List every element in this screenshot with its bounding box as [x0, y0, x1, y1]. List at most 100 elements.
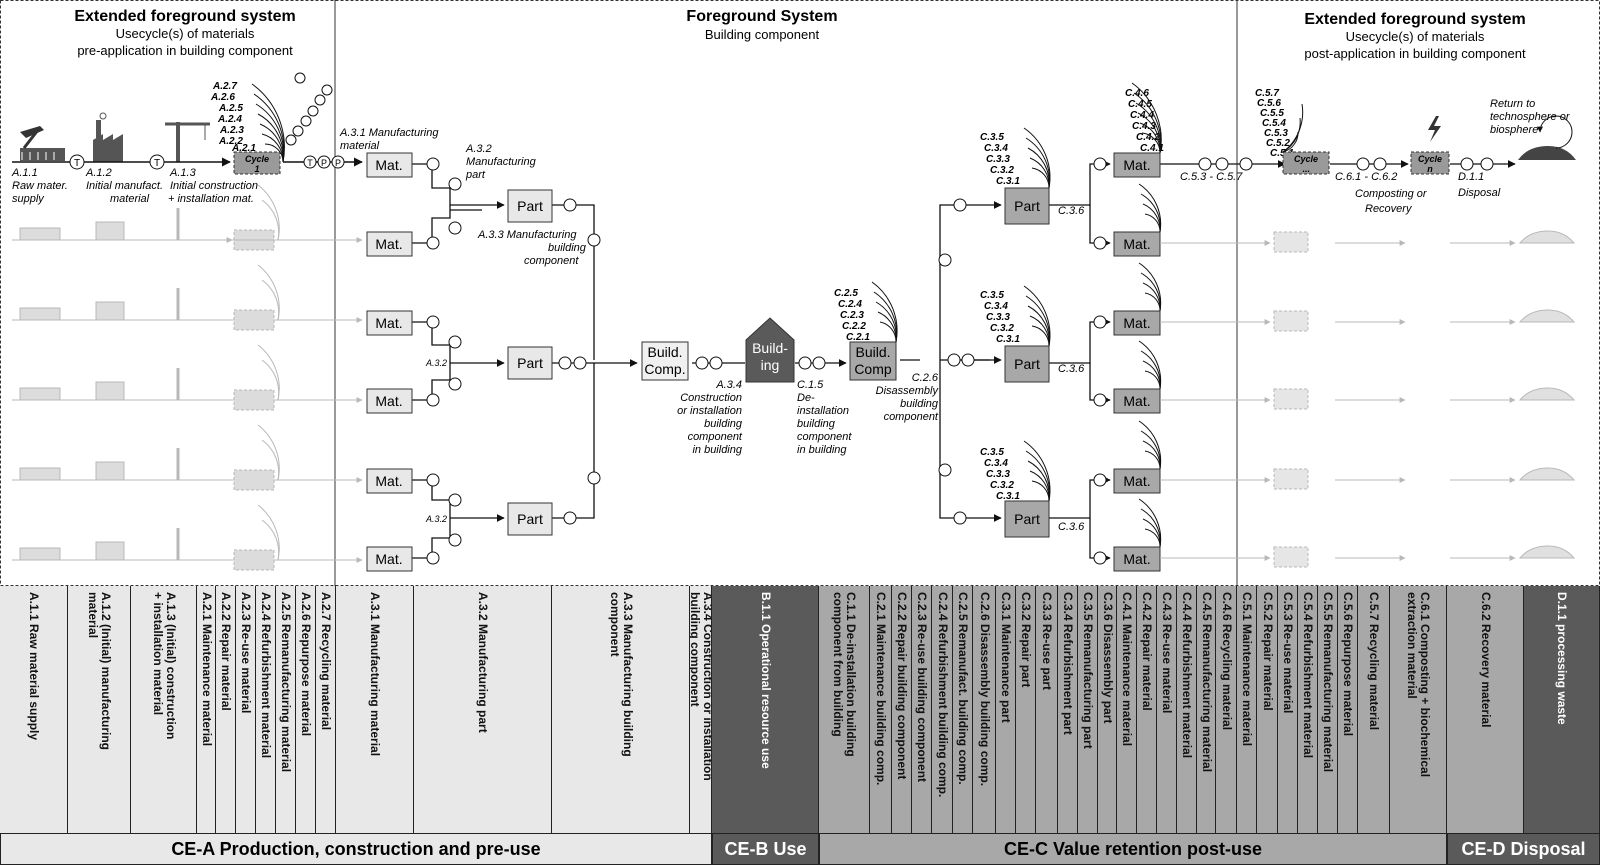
svg-text:C.5.3: C.5.3	[1264, 128, 1288, 139]
svg-text:C.3.4: C.3.4	[984, 458, 1008, 469]
svg-text:C.1.5: C.1.5	[797, 379, 824, 391]
svg-text:D.1.1: D.1.1	[1458, 171, 1484, 183]
tp-tokens	[426, 157, 1494, 565]
stage-column: A.2.1 Maintenance material	[197, 586, 216, 833]
svg-text:C.3.5: C.3.5	[980, 290, 1004, 301]
svg-text:C.3.5: C.3.5	[980, 132, 1004, 143]
stage-column: A.2.4 Refurbishment material	[256, 586, 276, 833]
svg-text:C.3.3: C.3.3	[986, 154, 1010, 165]
cycle-n-box	[1410, 151, 1450, 175]
stage-column-label: C.6.1 Composting + biochemical extractio…	[1405, 592, 1432, 778]
svg-text:C.4.3: C.4.3	[1132, 121, 1156, 132]
svg-text:C.3.6: C.3.6	[1058, 363, 1085, 375]
oil-pump-icon	[20, 126, 65, 161]
stage-column: A.2.7 Recycling material	[316, 586, 336, 833]
svg-text:component: component	[797, 431, 852, 443]
svg-text:building: building	[797, 418, 836, 430]
stage-column: C.2.3 Re-use building component	[912, 586, 932, 833]
part-box	[507, 189, 553, 223]
svg-text:T: T	[307, 158, 313, 168]
svg-text:in building: in building	[692, 444, 742, 456]
stage-column: C.2.2 Repair building component	[892, 586, 912, 833]
stage-column-label: C.2.4 Refurbishment building comp.	[935, 592, 950, 798]
svg-text:C.3.2: C.3.2	[990, 323, 1014, 334]
stage-column: A.3.1 Manufacturing material	[336, 586, 414, 833]
header-right-sub1: Usecycle(s) of materials	[1346, 29, 1485, 44]
stage-column: C.4.3 Re-use material	[1157, 586, 1177, 833]
build-comp-box	[641, 341, 689, 381]
stage-column: A.2.5 Remanufacturing material	[276, 586, 296, 833]
building-shape	[745, 317, 795, 383]
faded-rows-right	[1160, 230, 1576, 568]
stage-column-label: A.3.4 Construction or installation build…	[690, 592, 712, 781]
stage-column-label: C.2.3 Re-use building component	[915, 592, 929, 783]
svg-text:C.4.5: C.4.5	[1128, 99, 1152, 110]
stage-column-label: A.1.2 (Initial) manufacturing material	[86, 592, 113, 751]
svg-text:technosphere or: technosphere or	[1490, 111, 1571, 123]
stage-column-label: C.5.4 Refurbishment material	[1301, 592, 1315, 759]
svg-text:A.2.1: A.2.1	[231, 143, 256, 154]
stage-column: C.3.2 Repair part	[1016, 586, 1036, 833]
mat-box-post	[1113, 310, 1161, 336]
crane-icon	[165, 122, 210, 162]
svg-text:installation: installation	[797, 405, 849, 417]
svg-text:A.2.2: A.2.2	[218, 136, 243, 147]
bar-ce-c: CE-C Value retention post-use	[819, 833, 1447, 865]
mat-box	[366, 310, 413, 336]
svg-text:Composting or: Composting or	[1355, 188, 1428, 200]
stage-column-label: A.2.6 Repurpose material	[299, 592, 313, 737]
svg-text:building: building	[900, 398, 939, 410]
svg-text:C.3.2: C.3.2	[990, 165, 1014, 176]
stage-column-label: C.1.1 De-installation building component…	[831, 592, 858, 757]
header-right-title: Extended foreground system	[1304, 11, 1525, 28]
svg-text:Part: Part	[1014, 198, 1040, 214]
lightning-icon	[1428, 116, 1441, 142]
svg-text:supply: supply	[12, 193, 45, 205]
svg-text:Mat.: Mat.	[1123, 157, 1150, 173]
stage-column-label: A.2.4 Refurbishment material	[259, 592, 273, 759]
header-center-title: Foreground System	[686, 8, 837, 25]
svg-text:C.3.1: C.3.1	[996, 334, 1020, 345]
svg-text:Cycle: Cycle	[245, 154, 269, 164]
mat-box-post	[1113, 468, 1161, 494]
mat-box-post	[1113, 152, 1161, 178]
post-application-chain: Cycle ... Cycle n	[1282, 103, 1576, 175]
svg-text:Part: Part	[1014, 511, 1040, 527]
svg-text:A.2.3: A.2.3	[219, 125, 244, 136]
svg-text:Part: Part	[517, 198, 543, 214]
svg-text:building: building	[548, 242, 587, 254]
svg-text:A.3.1 Manufacturing: A.3.1 Manufacturing	[339, 127, 439, 139]
svg-text:1: 1	[254, 164, 259, 174]
value-retention-loops	[871, 82, 1162, 548]
stage-column-label: A.2.7 Recycling material	[319, 592, 333, 731]
loop-tokens	[285, 72, 333, 146]
stage-column-label: C.5.1 Maintenance material	[1240, 592, 1254, 747]
svg-text:A.1.3: A.1.3	[169, 167, 197, 179]
svg-text:C.2.1: C.2.1	[846, 332, 870, 343]
svg-text:Build.: Build.	[855, 344, 890, 360]
stage-column: C.3.6 Disassembly part	[1098, 586, 1117, 833]
process-boxes: Mat. Mat. Mat. Mat. Mat. Mat. Part Part …	[366, 152, 1161, 572]
part-box	[507, 502, 553, 536]
svg-text:A.2.5: A.2.5	[218, 103, 243, 114]
faded-rows-left	[12, 184, 363, 571]
stage-column-label: C.4.5 Remanufacturing material	[1199, 592, 1214, 773]
stage-column: C.2.1 Maintenance building comp.	[870, 586, 892, 833]
svg-text:ing: ing	[761, 357, 780, 373]
part-box-post	[1004, 500, 1050, 538]
svg-text:A.2.6: A.2.6	[210, 92, 235, 103]
svg-text:Manufacturing: Manufacturing	[466, 156, 537, 168]
stage-column-label: C.3.2 Repair part	[1019, 592, 1033, 688]
stage-column: C.3.5 Remanufacturing part	[1078, 586, 1098, 833]
stage-column-label: C.6.2 Recovery material	[1478, 592, 1493, 728]
mat-box	[366, 388, 413, 414]
svg-text:C.3.1: C.3.1	[996, 491, 1020, 502]
stage-column-label: C.4.6 Recycling material	[1219, 592, 1234, 731]
svg-text:C.5.1: C.5.1	[1270, 148, 1294, 159]
bar-ce-a: CE-A Production, construction and pre-us…	[0, 833, 712, 865]
stage-column-label: C.4.4 Refurbishment material	[1180, 592, 1194, 759]
svg-text:n: n	[1427, 164, 1433, 174]
header-center-sub1: Building component	[705, 27, 820, 42]
